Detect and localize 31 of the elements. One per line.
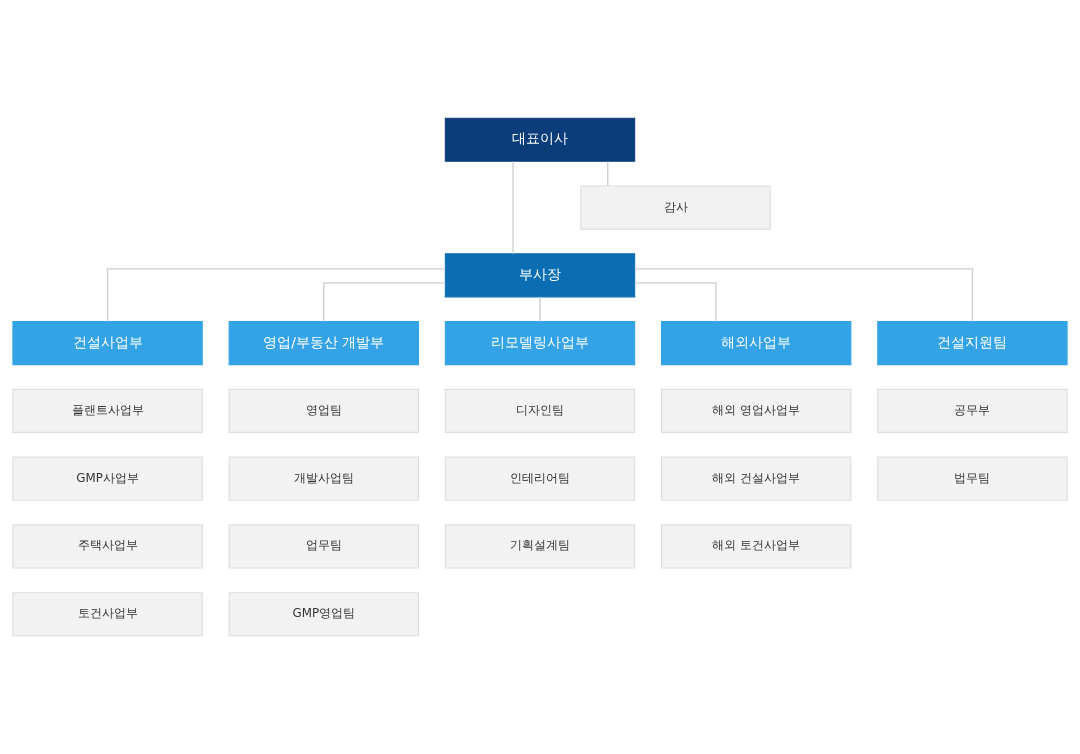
node-box: 기획설계팀 xyxy=(444,524,636,569)
node-box: 업무팀 xyxy=(228,524,419,569)
connector xyxy=(634,268,974,322)
node-box: 법무팀 xyxy=(877,456,1068,501)
node-box: 해외 토건사업부 xyxy=(661,524,852,569)
node-box: 해외사업부 xyxy=(661,321,852,366)
node-box: GMP영업팀 xyxy=(228,592,419,637)
node-box: 건설지원팀 xyxy=(877,321,1068,366)
node-box: 토건사업부 xyxy=(12,592,203,637)
connector xyxy=(607,161,609,187)
node-box: 건설사업부 xyxy=(12,321,203,366)
node-box: 해외 건설사업부 xyxy=(661,456,852,501)
node-box: 감사 xyxy=(580,185,771,230)
node-box: 해외 영업사업부 xyxy=(661,388,852,433)
connector xyxy=(539,296,541,322)
node-box: GMP사업부 xyxy=(12,456,203,501)
node-box: 영업팀 xyxy=(228,388,419,433)
connector xyxy=(323,282,446,322)
connector xyxy=(634,282,717,322)
connector xyxy=(106,268,446,322)
node-box: 영업/부동산 개발부 xyxy=(228,321,419,366)
node-box: 주택사업부 xyxy=(12,524,203,569)
node-box: 인테리어팀 xyxy=(444,456,636,501)
node-box: 공무부 xyxy=(877,388,1068,433)
node-box: 부사장 xyxy=(444,253,636,298)
node-box: 플랜트사업부 xyxy=(12,388,203,433)
node-box: 개발사업팀 xyxy=(228,456,419,501)
node-box: 대표이사 xyxy=(444,117,636,162)
node-box: 디자인팀 xyxy=(444,388,636,433)
node-box: 리모델링사업부 xyxy=(444,321,636,366)
connector xyxy=(512,160,514,255)
